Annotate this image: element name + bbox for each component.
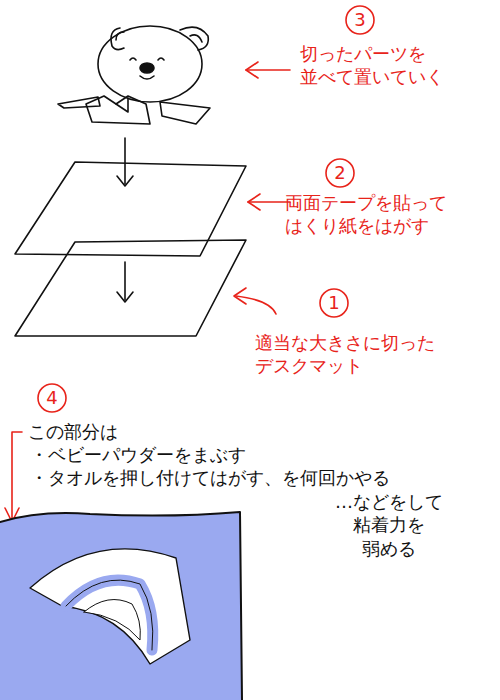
bear-head xyxy=(98,26,208,102)
step-note: 適当な大きさに切った デスクマット xyxy=(255,331,487,378)
step-note: 切ったパーツを 並べて置いていく xyxy=(300,42,470,89)
down-arrow xyxy=(124,138,126,184)
callout-number: 1 xyxy=(318,287,350,319)
callout-number-text: 4 xyxy=(36,389,68,407)
callout-number: 2 xyxy=(324,157,356,189)
callout-number-text: 3 xyxy=(344,11,376,29)
cut-parts xyxy=(58,96,210,124)
method-item: ・タオルを押し付けてはがす、を何回かやる xyxy=(30,466,390,489)
desk-mat xyxy=(15,240,246,336)
callout-number-text: 2 xyxy=(324,164,356,182)
step-note: 両面テープを貼って はくり紙をはがす xyxy=(285,191,465,238)
callout-number-text: 1 xyxy=(318,294,350,312)
callout-arrows xyxy=(5,62,290,522)
down-arrow-head xyxy=(117,176,133,186)
method-item: ・ベビーパウダーをまぶす xyxy=(30,443,246,466)
down-arrow xyxy=(124,262,126,300)
purpose-note: …などをして 粘着力を 弱める xyxy=(326,490,452,560)
powdered-area xyxy=(0,512,242,700)
callout-number: 3 xyxy=(344,4,376,36)
area-note: この部分は xyxy=(28,420,118,443)
down-arrow-head xyxy=(117,292,133,302)
callout-number: 4 xyxy=(36,382,68,414)
